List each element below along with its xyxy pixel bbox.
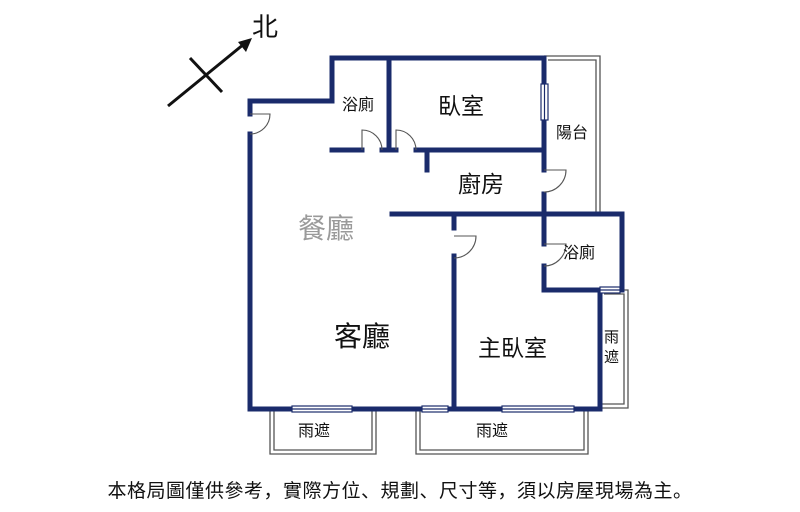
compass-arrow-head bbox=[238, 38, 252, 52]
wall-right-bath-bottom bbox=[541, 211, 625, 293]
outer-thin-lines bbox=[269, 55, 629, 455]
disclaimer-text: 本格局圖僅供參考，實際方位、規劃、尺寸等，須以房屋現場為主。 bbox=[107, 480, 693, 502]
canopy-bottom-left-outline bbox=[269, 410, 377, 455]
windows bbox=[291, 83, 621, 413]
doors bbox=[249, 113, 567, 267]
canopy-right-outline-inner bbox=[602, 293, 625, 405]
door-kitchen-balcony bbox=[543, 169, 567, 193]
canopy-bottom-center-outline bbox=[415, 410, 589, 455]
label-dining: 餐廳 bbox=[298, 212, 354, 245]
label-canopy-right-char-1: 雨 bbox=[604, 328, 619, 346]
door-bedroom bbox=[395, 129, 417, 151]
compass-cross-line bbox=[188, 56, 224, 94]
label-canopy-bottom-center: 雨遮 bbox=[476, 421, 508, 440]
balcony-outline-inner bbox=[548, 59, 597, 212]
compass-label: 北 bbox=[252, 13, 278, 43]
label-bath-right: 浴廁 bbox=[563, 243, 595, 262]
door-right-bath bbox=[543, 243, 567, 267]
label-canopy-bottom-left: 雨遮 bbox=[298, 421, 330, 440]
label-canopy-right: 雨 遮 bbox=[604, 328, 624, 366]
label-kitchen: 廚房 bbox=[458, 172, 504, 198]
door-bath-top bbox=[361, 129, 383, 151]
door-entry bbox=[249, 113, 271, 135]
north-compass: 北 bbox=[167, 13, 278, 108]
label-master-bedroom: 主臥室 bbox=[478, 336, 547, 362]
label-canopy-right-char-2: 遮 bbox=[604, 348, 619, 366]
label-bedroom: 臥室 bbox=[438, 94, 484, 120]
label-living: 客廳 bbox=[334, 320, 390, 353]
door-master-bedroom bbox=[453, 235, 477, 259]
wall-top-left bbox=[247, 98, 335, 117]
canopy-bottom-left-outline-inner bbox=[273, 410, 373, 451]
label-bath-top: 浴廁 bbox=[342, 95, 374, 114]
balcony-outline bbox=[544, 55, 601, 212]
room-labels: 浴廁 臥室 陽台 廚房 餐廳 浴廁 客廳 主臥室 雨遮 雨遮 bbox=[298, 94, 595, 440]
wall-top-bath bbox=[329, 55, 547, 104]
label-balcony: 陽台 bbox=[556, 123, 588, 142]
canopy-bottom-center-outline-inner bbox=[419, 410, 585, 451]
